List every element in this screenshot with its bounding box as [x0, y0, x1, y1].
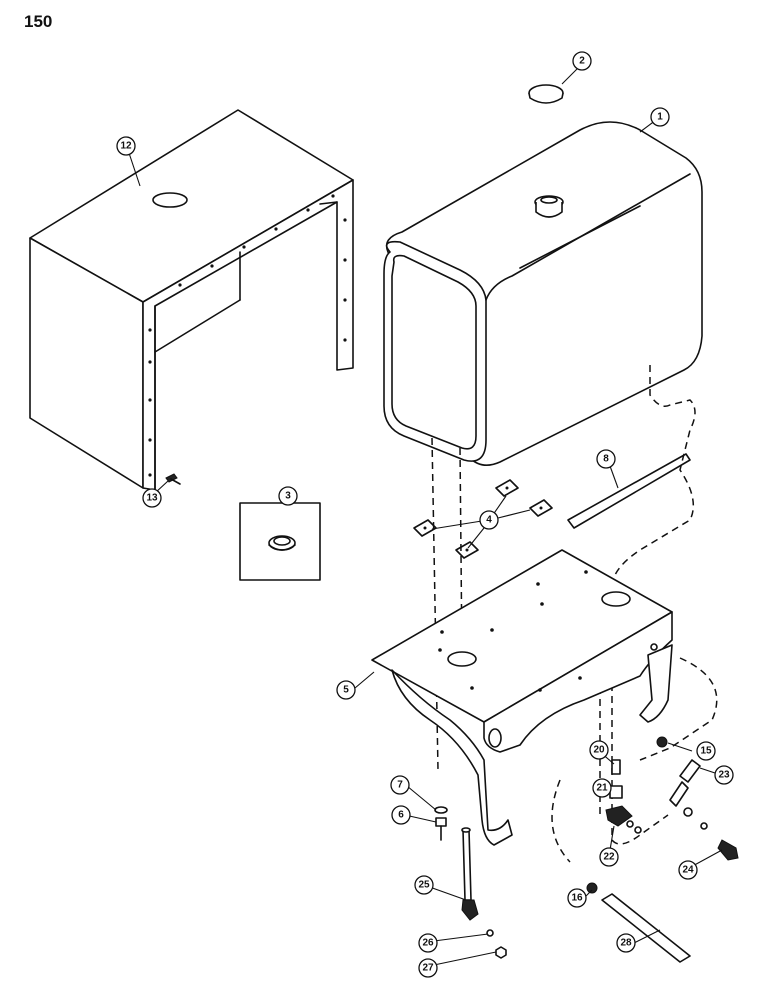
svg-text:23: 23 [718, 770, 730, 781]
tank-strip [567, 453, 691, 529]
tank-pads [413, 479, 553, 559]
svg-text:26: 26 [422, 938, 434, 949]
tank-support [371, 549, 673, 846]
callout-24: 24 [678, 860, 698, 880]
svg-text:7: 7 [397, 780, 403, 791]
svg-text:28: 28 [620, 938, 632, 949]
svg-text:15: 15 [700, 746, 712, 757]
callout-23: 23 [714, 765, 734, 785]
tank-shield [29, 109, 354, 491]
svg-text:12: 12 [120, 141, 132, 152]
fittings-26-27 [486, 929, 507, 959]
svg-text:20: 20 [593, 745, 605, 756]
callout-25: 25 [414, 875, 434, 895]
svg-text:22: 22 [603, 852, 615, 863]
fuel-valve [605, 759, 642, 834]
callout-28: 28 [616, 933, 636, 953]
svg-text:21: 21 [596, 783, 608, 794]
callout-7: 7 [390, 775, 410, 795]
callout-27: 27 [418, 958, 438, 978]
callout-3: 3 [278, 486, 298, 506]
svg-text:2: 2 [579, 56, 585, 67]
callout-21: 21 [592, 778, 612, 798]
callout-15: 15 [696, 741, 716, 761]
svg-text:5: 5 [343, 685, 349, 696]
callout-4: 4 [479, 510, 499, 530]
callout-5: 5 [336, 680, 356, 700]
callout-1: 1 [650, 107, 670, 127]
screw-13 [165, 473, 181, 485]
svg-text:24: 24 [682, 865, 694, 876]
callout-20: 20 [589, 740, 609, 760]
fuel-cap [528, 84, 564, 104]
bolt-and-washer [434, 806, 448, 841]
svg-text:3: 3 [285, 491, 291, 502]
inset-grommet [239, 502, 321, 581]
callout-13: 13 [142, 488, 162, 508]
callout-6: 6 [391, 805, 411, 825]
drain-tube [461, 827, 479, 921]
fuel-hose [656, 736, 739, 861]
callout-2: 2 [572, 51, 592, 71]
callout-22: 22 [599, 847, 619, 867]
fuel-tank [383, 121, 703, 466]
svg-text:13: 13 [146, 493, 158, 504]
svg-text:27: 27 [422, 963, 434, 974]
callout-26: 26 [418, 933, 438, 953]
svg-text:4: 4 [486, 515, 492, 526]
svg-text:25: 25 [418, 880, 430, 891]
svg-text:1: 1 [657, 112, 663, 123]
callout-16: 16 [567, 888, 587, 908]
hose-16-28 [586, 882, 691, 963]
svg-text:8: 8 [603, 454, 609, 465]
svg-text:6: 6 [398, 810, 404, 821]
callout-12: 12 [116, 136, 136, 156]
svg-text:16: 16 [571, 893, 583, 904]
page-number: 150 [24, 12, 53, 31]
callout-8: 8 [596, 449, 616, 469]
